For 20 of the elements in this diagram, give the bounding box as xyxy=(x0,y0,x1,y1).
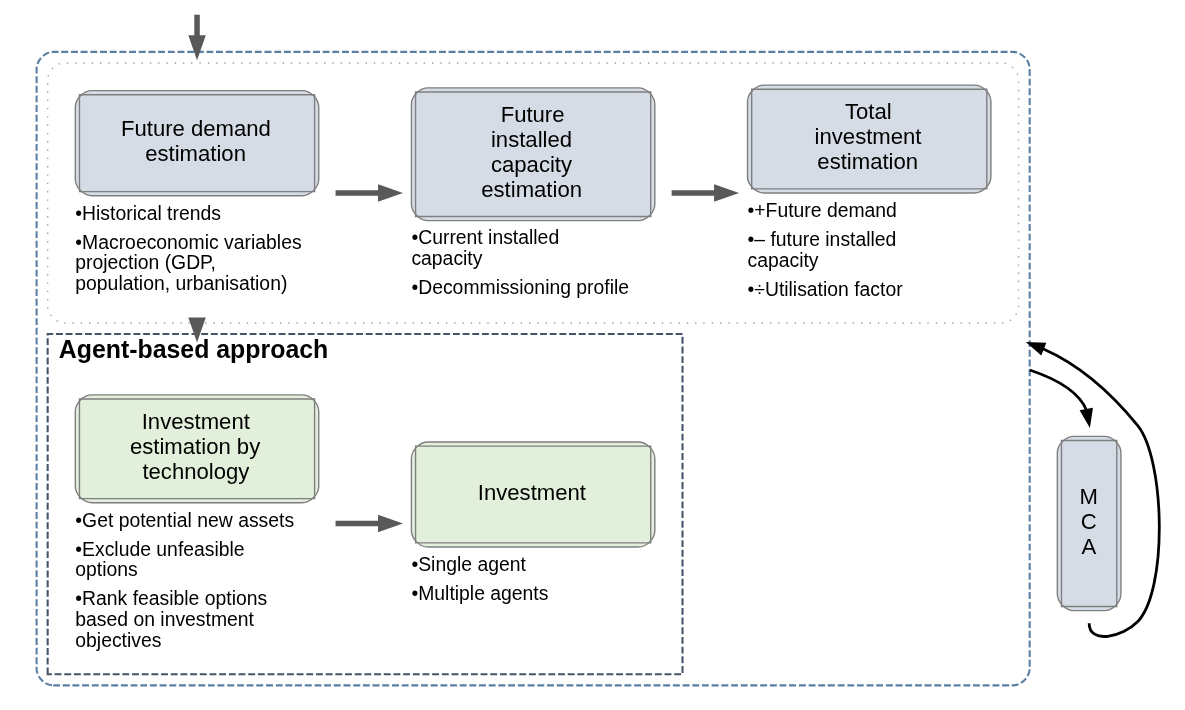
node-label: •Current installed capacity xyxy=(411,226,560,270)
arrow xyxy=(335,514,403,533)
node-label: •+Future demand xyxy=(747,198,897,221)
node-label: •Single agent xyxy=(411,552,526,575)
arrow xyxy=(188,317,206,343)
arrow xyxy=(671,184,740,202)
node-label: •Rank feasible options based on investment objectives xyxy=(75,587,268,651)
node-label: •Multiple agents xyxy=(411,581,549,604)
arrow xyxy=(1029,368,1093,429)
arrow xyxy=(335,184,403,202)
node-label: •Macroeconomic variables projection (GDP, population, urbanisation) xyxy=(75,230,302,295)
arrow xyxy=(188,14,206,61)
node-label: •Historical trends xyxy=(75,201,221,224)
node-label: •÷Utilisation factor xyxy=(747,277,903,300)
node-label: •Get potential new assets xyxy=(75,508,295,531)
cluster xyxy=(35,50,1031,687)
node-label: •– future installed capacity xyxy=(747,227,897,271)
cluster xyxy=(46,62,1020,324)
node-label: •Exclude unfeasible options xyxy=(75,537,245,581)
node-label: •Decommissioning profile xyxy=(411,276,630,299)
